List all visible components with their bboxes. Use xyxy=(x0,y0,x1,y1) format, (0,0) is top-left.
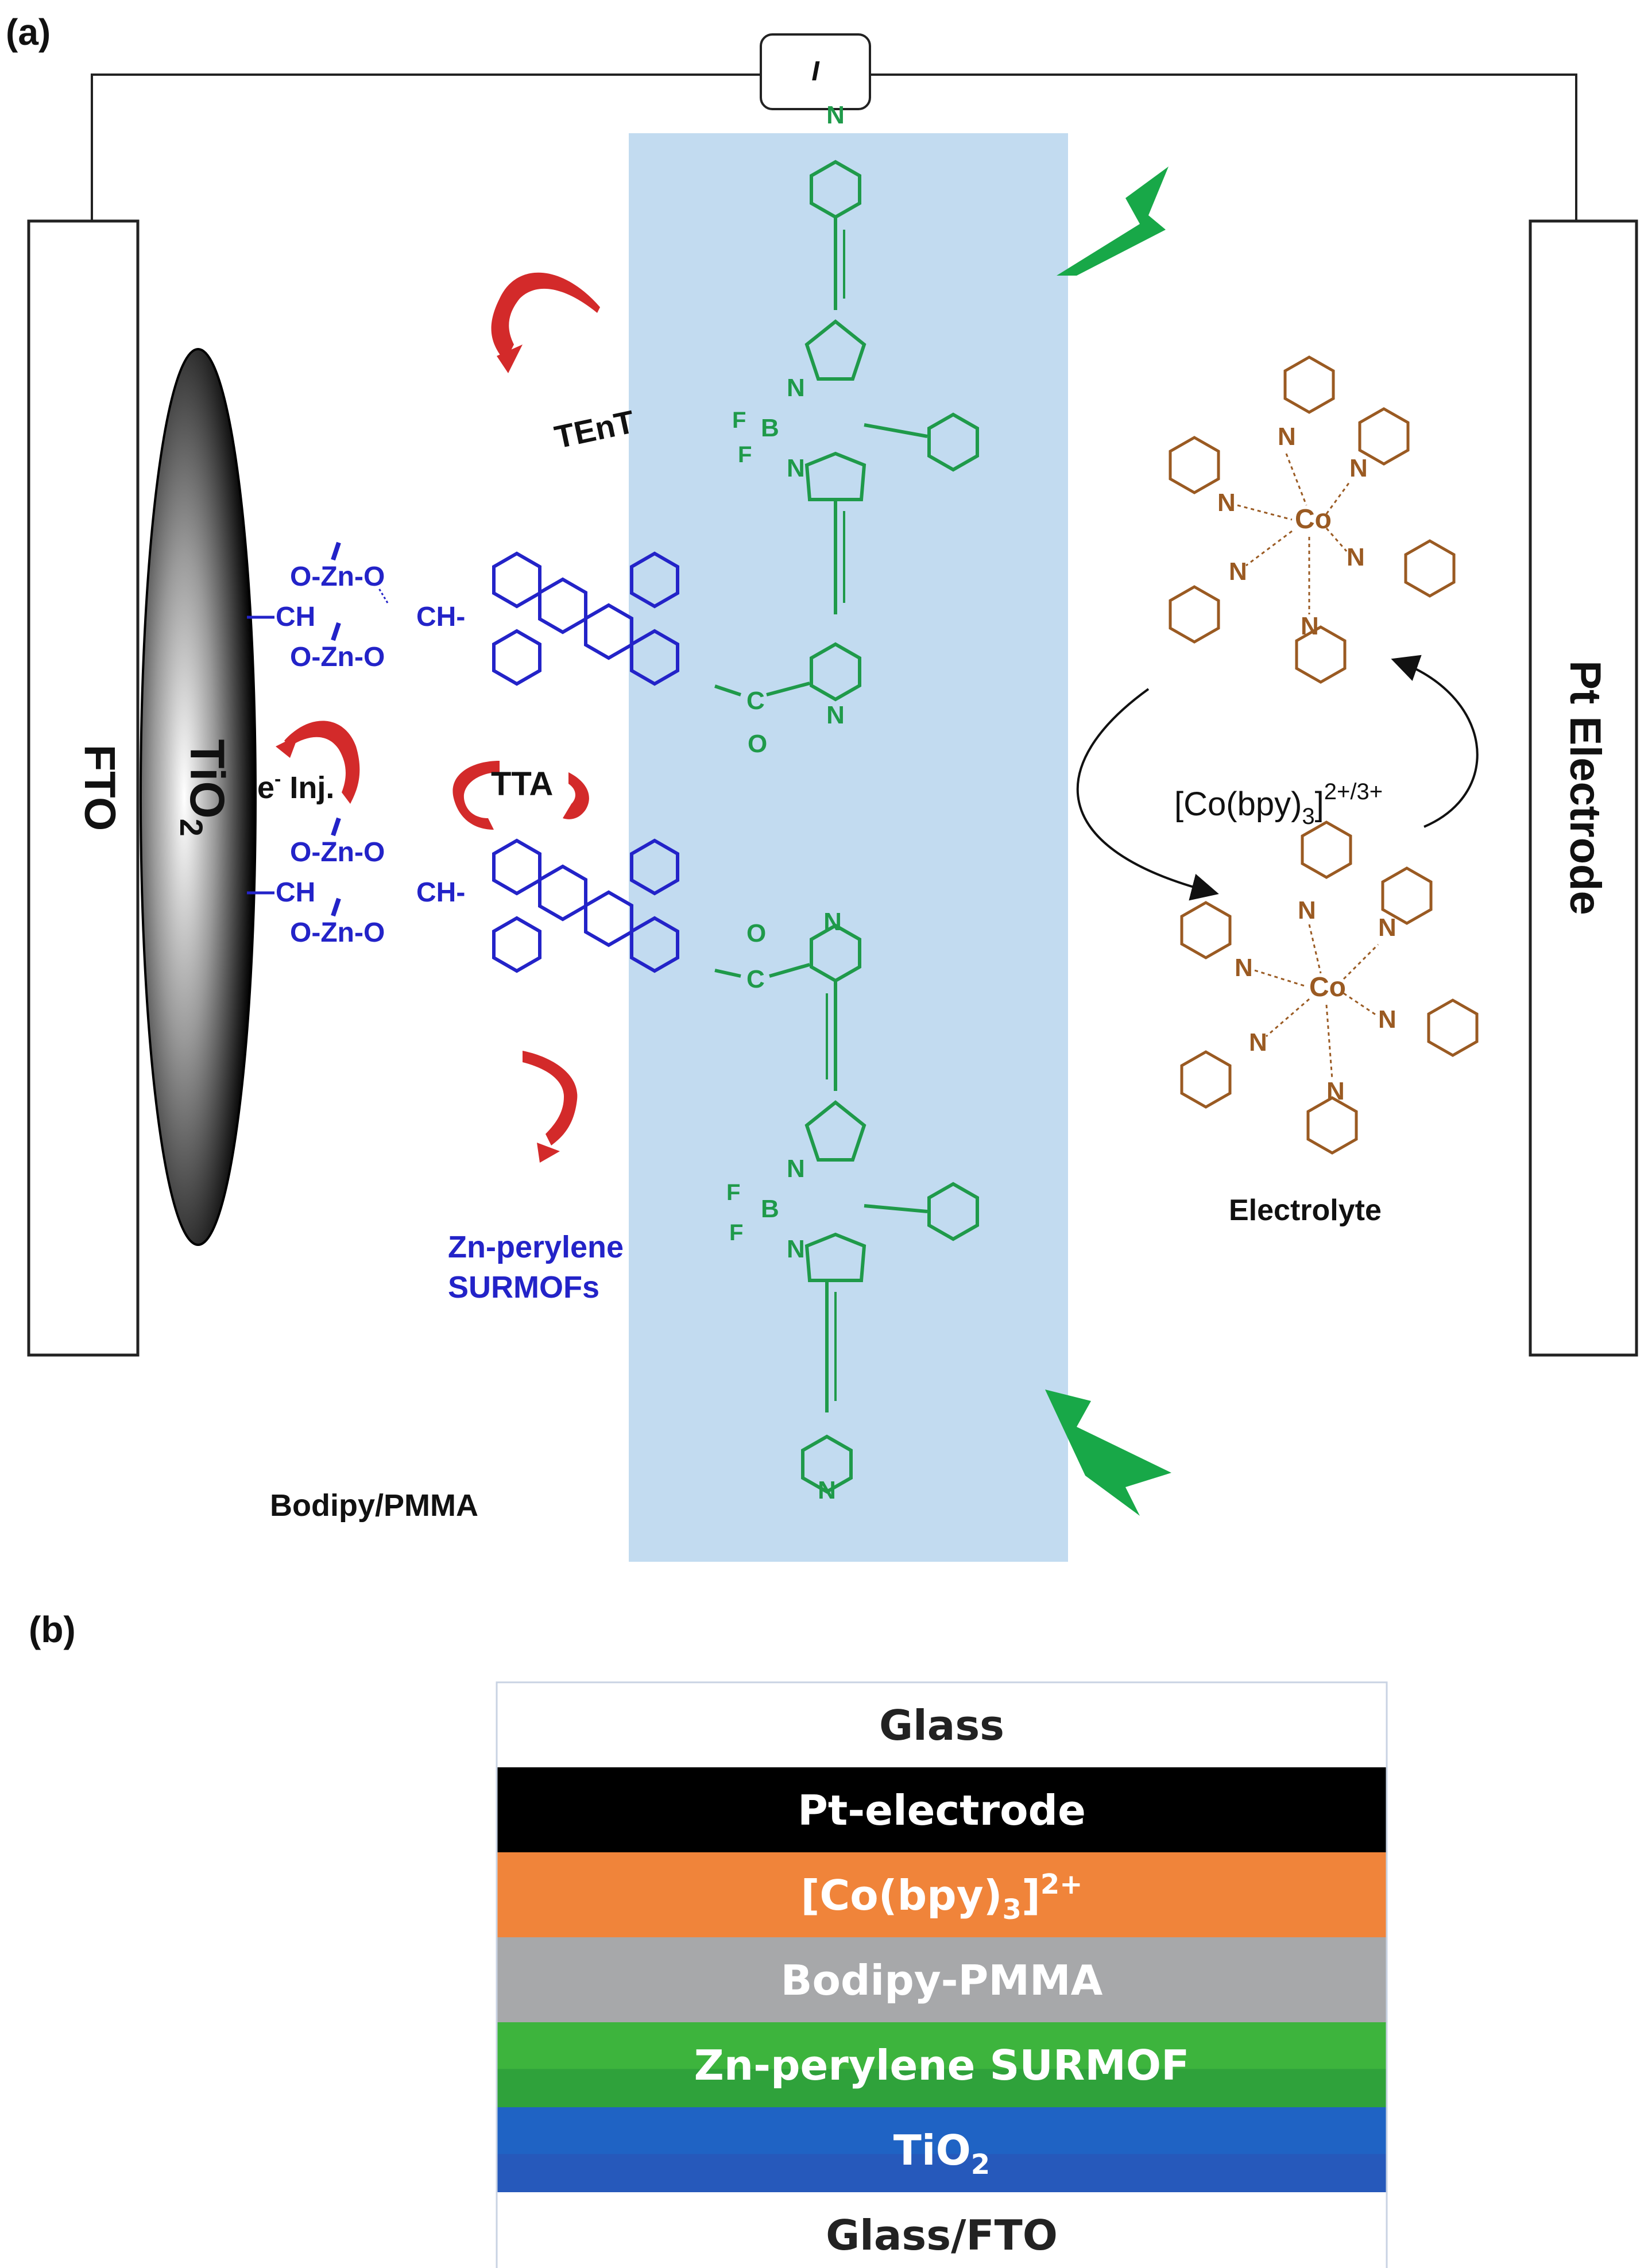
circuit-wire xyxy=(91,73,1577,221)
svg-text:N: N xyxy=(1235,954,1253,982)
layer-label-0: Glass xyxy=(879,1701,1004,1750)
svg-text:CH: CH xyxy=(276,602,315,632)
svg-text:B: B xyxy=(761,414,779,442)
svg-text:O-Zn-O: O-Zn-O xyxy=(290,918,385,948)
curly-arrow-icon xyxy=(523,1051,578,1145)
arrowhead-icon xyxy=(276,735,299,758)
svg-text:Co: Co xyxy=(1295,504,1332,535)
svg-text:N: N xyxy=(1249,1028,1267,1056)
layer-stack-border xyxy=(496,1681,1388,2268)
curly-arrow-icon xyxy=(452,761,500,830)
svg-text:N: N xyxy=(787,454,805,482)
bodipy-unit-bottom: N O C N N B F F N xyxy=(714,908,977,1504)
layer-label-4: Zn-perylene SURMOF xyxy=(694,2041,1190,2089)
svg-text:O-Zn-O: O-Zn-O xyxy=(290,642,385,672)
svg-text:B: B xyxy=(761,1195,779,1223)
svg-text:O-Zn-O: O-Zn-O xyxy=(290,562,385,592)
lightning-icon-top xyxy=(1057,167,1169,276)
svg-text:CH-: CH- xyxy=(416,602,465,632)
arrowhead-icon xyxy=(537,1143,560,1163)
svg-text:N: N xyxy=(826,101,845,129)
layer-1 xyxy=(497,1767,1387,1852)
bodipy-pmma-band xyxy=(629,133,1068,1562)
pt-electrode xyxy=(1529,219,1638,1357)
layer-6 xyxy=(497,2192,1387,2268)
current-symbol: I xyxy=(811,56,820,87)
svg-text:Co: Co xyxy=(1309,972,1346,1003)
svg-text:N: N xyxy=(823,908,842,936)
pt-electrode-label: Pt Electrode xyxy=(1561,660,1610,915)
svg-text:N: N xyxy=(1301,612,1319,640)
svg-text:N: N xyxy=(1326,1077,1345,1105)
lightning-icon-bottom xyxy=(1045,1390,1171,1516)
tio2-label: TiO2 xyxy=(173,739,234,837)
svg-text:N: N xyxy=(787,1155,805,1183)
redox-arrow-down xyxy=(1076,688,1219,901)
redox-arrow-up xyxy=(1391,655,1479,828)
svg-text:C: C xyxy=(746,965,765,993)
svg-text:N: N xyxy=(1217,489,1236,517)
svg-text:TiO2: TiO2 xyxy=(173,739,234,837)
svg-text:N: N xyxy=(787,1235,805,1263)
curly-arrow-icon xyxy=(491,272,600,362)
fto-label: FTO xyxy=(75,745,124,831)
svg-text:N: N xyxy=(1347,543,1365,571)
svg-text:CH: CH xyxy=(276,877,315,908)
layer-0 xyxy=(497,1682,1387,1767)
svg-text:N: N xyxy=(1378,914,1396,942)
svg-text:F: F xyxy=(729,1220,743,1245)
redox-couple-label: [Co(bpy)3]2+/3+ xyxy=(1174,779,1383,829)
cobalt-complex-top: Co N N N N N N xyxy=(1170,357,1454,682)
svg-text:N: N xyxy=(1378,1005,1396,1034)
surmof-unit-top: O-Zn-O O-Zn-O CH CH- xyxy=(247,541,678,684)
svg-text:C: C xyxy=(746,687,765,715)
svg-text:O: O xyxy=(746,919,766,947)
surmof-unit-bottom: O-Zn-O O-Zn-O CH CH- xyxy=(247,817,678,971)
svg-text:N: N xyxy=(787,374,805,402)
svg-text:N: N xyxy=(1229,558,1247,586)
svg-text:N: N xyxy=(1278,423,1296,451)
bodipy-pmma-label: Bodipy/PMMA xyxy=(270,1488,478,1523)
arrowhead-icon xyxy=(497,345,523,373)
curly-arrow-icon xyxy=(284,721,360,804)
svg-text:F: F xyxy=(738,442,752,467)
tent-label: TEnT xyxy=(551,403,637,455)
svg-text:N: N xyxy=(826,701,845,729)
bodipy-unit-top: N N N B F F N C O xyxy=(714,101,977,758)
injection-label: e- Inj. xyxy=(257,768,334,805)
current-meter xyxy=(760,33,871,110)
surmof-label-line1: Zn-perylene xyxy=(448,1230,624,1264)
svg-text:F: F xyxy=(726,1180,740,1205)
electrolyte-label: Electrolyte xyxy=(1229,1194,1382,1227)
tta-label: TTA xyxy=(491,765,553,803)
fto-electrode xyxy=(27,219,140,1357)
layer-label-1: Pt-electrode xyxy=(798,1786,1086,1834)
layer-label-6: Glass/FTO xyxy=(826,2211,1058,2259)
energy-transfer-arrows xyxy=(276,272,600,1163)
svg-text:N: N xyxy=(818,1476,836,1504)
cobalt-complex-bottom: Co N N N N N N xyxy=(1182,822,1477,1153)
layer-2 xyxy=(497,1852,1387,1937)
curly-arrow-icon xyxy=(563,772,589,819)
tio2-particle xyxy=(140,348,257,1246)
layer-label-5: TiO2 xyxy=(893,2126,990,2181)
surmof-label-line2: SURMOFs xyxy=(448,1270,599,1305)
layer-shade-5 xyxy=(497,2154,1387,2192)
layer-label-3: Bodipy-PMMA xyxy=(781,1956,1103,2004)
layer-shade-4 xyxy=(497,2069,1387,2107)
svg-text:N: N xyxy=(1298,896,1316,924)
svg-text:F: F xyxy=(732,408,746,433)
panel-a-label: (a) xyxy=(6,11,51,53)
svg-text:O: O xyxy=(748,730,767,758)
layer-3 xyxy=(497,1937,1387,2022)
svg-text:O-Zn-O: O-Zn-O xyxy=(290,837,385,868)
svg-text:N: N xyxy=(1349,454,1368,482)
svg-text:CH-: CH- xyxy=(416,877,465,908)
panel-b-label: (b) xyxy=(29,1609,76,1650)
layer-label-2: [Co(bpy)3]2+ xyxy=(801,1868,1083,1926)
